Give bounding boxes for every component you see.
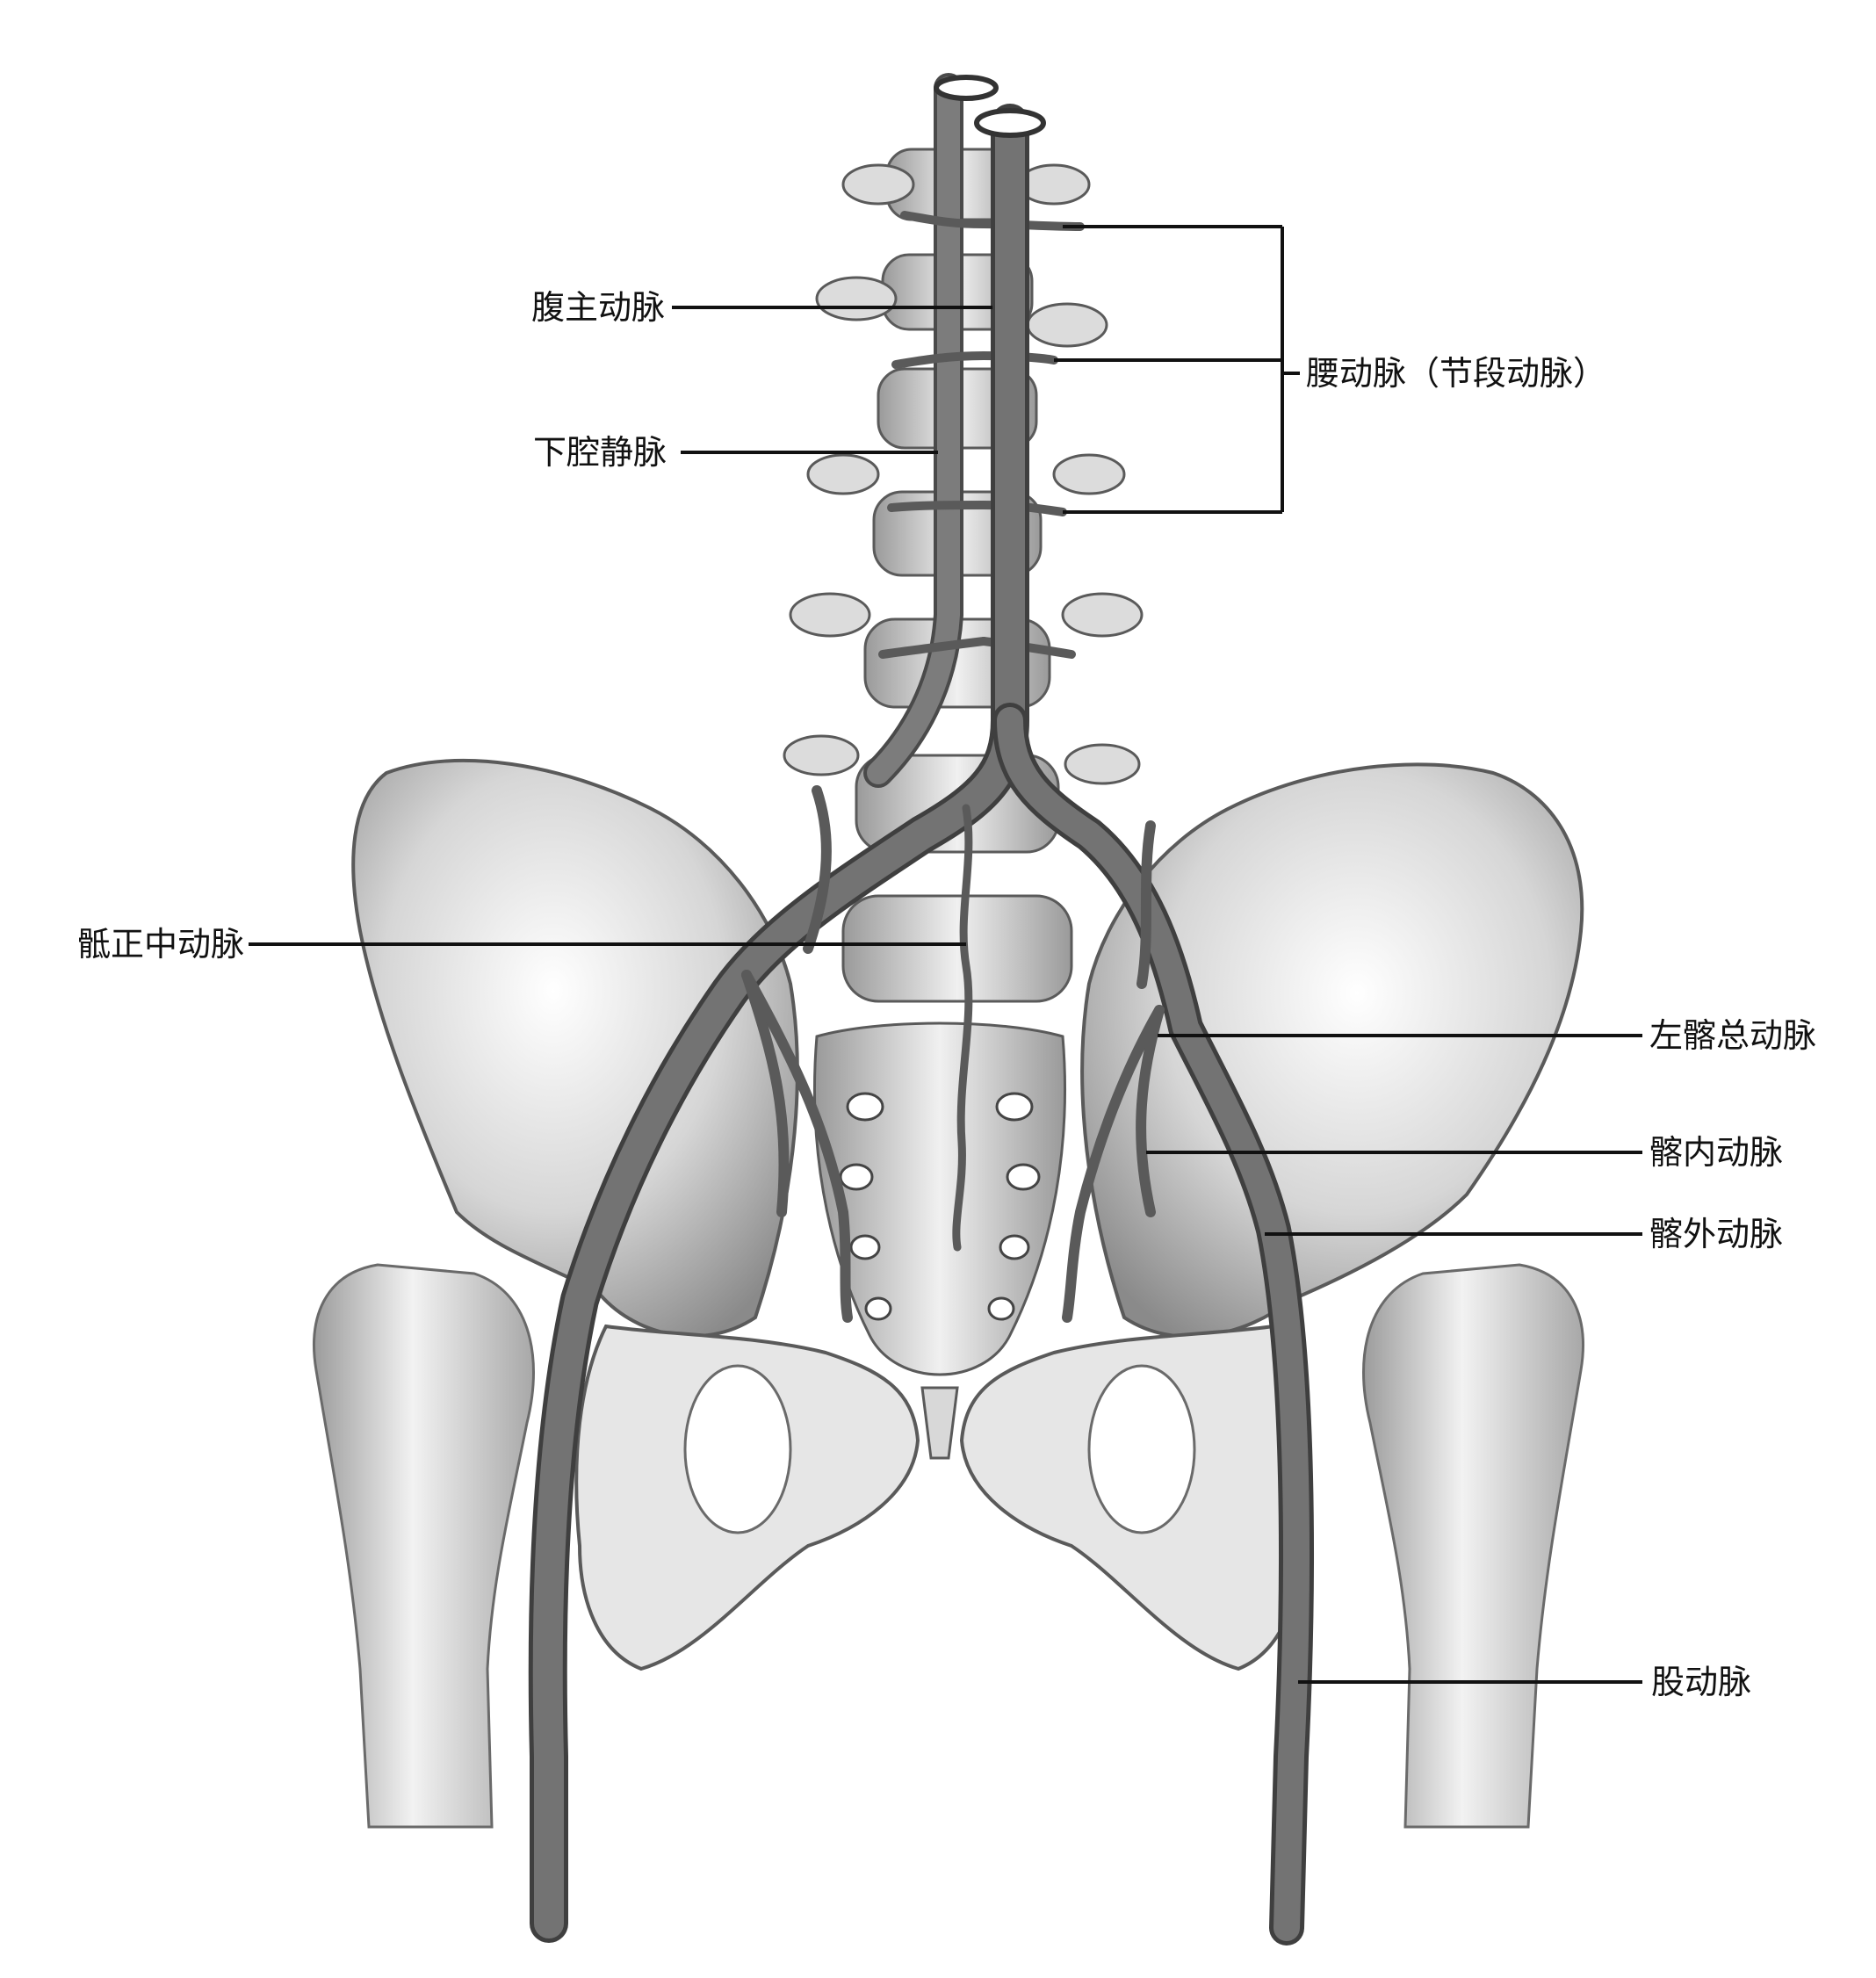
- label-inferior-vena-cava: 下腔静脉: [533, 433, 667, 472]
- ilium-right-side: [351, 758, 799, 1339]
- ilium-left-side: [1080, 762, 1584, 1339]
- leader-lines: [249, 225, 1642, 1684]
- femur-left-side: [1362, 1263, 1584, 1829]
- leader-lumbar-arteries-bracket: [1054, 225, 1300, 514]
- sacrum: [813, 1021, 1066, 1460]
- median-sacral-artery: [952, 804, 973, 1252]
- label-lumbar-arteries: 腰动脉（节段动脉）: [1306, 354, 1607, 393]
- pubis-ischium: [574, 1324, 1305, 1671]
- internal-iliac-branches: [741, 785, 1165, 1323]
- label-femoral-artery: 股动脉: [1651, 1663, 1752, 1701]
- femur-right-side: [313, 1263, 535, 1829]
- label-external-iliac-artery: 髂外动脉: [1649, 1215, 1784, 1253]
- inferior-vena-cava: [863, 73, 999, 788]
- label-internal-iliac-artery: 髂内动脉: [1649, 1133, 1784, 1172]
- label-abdominal-aorta: 腹主动脉: [531, 288, 666, 327]
- aorta-and-iliac-arteries: [528, 104, 1314, 1946]
- label-left-common-iliac-artery: 左髂总动脉: [1649, 1016, 1817, 1055]
- label-median-sacral-artery: 骶正中动脉: [77, 925, 245, 964]
